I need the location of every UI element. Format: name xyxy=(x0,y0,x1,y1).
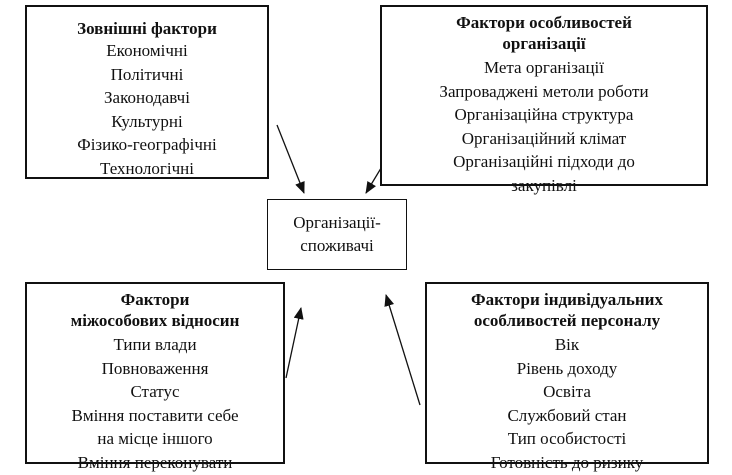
consumer-organizations-box: Організації- споживачі xyxy=(267,199,407,270)
individual-factor-item: Готовність до ризику xyxy=(490,452,644,472)
individual-factor-item: Тип особистості xyxy=(507,429,627,448)
interpersonal-factors-title-line: Фактори xyxy=(120,290,190,309)
interpersonal-factors-box: Фактори міжособових відносин Типи влади … xyxy=(25,282,285,472)
arrow-interpersonal-to-center xyxy=(285,307,304,379)
organization-factor-item: Мета організації xyxy=(483,58,604,77)
interpersonal-factor-item: на місце іншого xyxy=(97,429,213,448)
organization-factors-box: Фактори особливостей організації Мета ор… xyxy=(380,5,708,195)
individual-factors-title-line: Фактори індивідуальних xyxy=(471,290,663,309)
organization-factor-item: Організаційна структура xyxy=(454,105,634,124)
arrow-external-to-center xyxy=(276,124,305,194)
external-factor-item: Фізико-географічні xyxy=(77,135,217,154)
individual-factors-box: Фактори індивідуальних особливостей перс… xyxy=(425,282,709,472)
individual-factors-title-line: особливостей персоналу xyxy=(473,311,661,330)
external-factor-item: Політичні xyxy=(110,64,184,84)
external-factor-item: Економічні xyxy=(106,41,188,60)
interpersonal-factor-item: Повноваження xyxy=(101,358,209,378)
organization-factor-item: Організаційний клімат xyxy=(461,128,627,148)
center-label-line: Організації- xyxy=(293,213,381,232)
interpersonal-factors-title-line: міжособових відносин xyxy=(70,311,240,330)
organization-factor-item: Організаційні підходи до xyxy=(453,152,635,171)
organization-factor-item: Запроваджені метоли роботи xyxy=(439,81,649,101)
organization-factor-item: закупівлі xyxy=(511,175,577,195)
external-factor-item: Культурні xyxy=(111,111,183,131)
interpersonal-factor-item: Вміння переконувати xyxy=(77,452,233,472)
external-factor-item: Законодавчі xyxy=(104,88,190,107)
external-factors-box: Зовнішні фактори Економічні Політичні За… xyxy=(25,5,269,179)
center-label-line: споживачі xyxy=(300,236,374,255)
individual-factor-item: Рівень доходу xyxy=(516,358,618,378)
individual-factor-item: Освіта xyxy=(543,382,591,401)
individual-factor-item: Вік xyxy=(554,335,580,354)
individual-factor-item: Службовий стан xyxy=(507,405,627,425)
external-factors-title: Зовнішні фактори xyxy=(77,19,217,38)
interpersonal-factor-item: Статус xyxy=(130,382,180,401)
external-factor-item: Технологічні xyxy=(100,158,194,178)
arrow-individual-to-center xyxy=(384,294,421,406)
interpersonal-factor-item: Вміння поставити себе xyxy=(71,405,239,425)
organization-factors-title-line: Фактори особливостей xyxy=(456,13,632,32)
interpersonal-factor-item: Типи влади xyxy=(113,335,197,354)
organization-factors-title-line: організації xyxy=(502,34,586,53)
